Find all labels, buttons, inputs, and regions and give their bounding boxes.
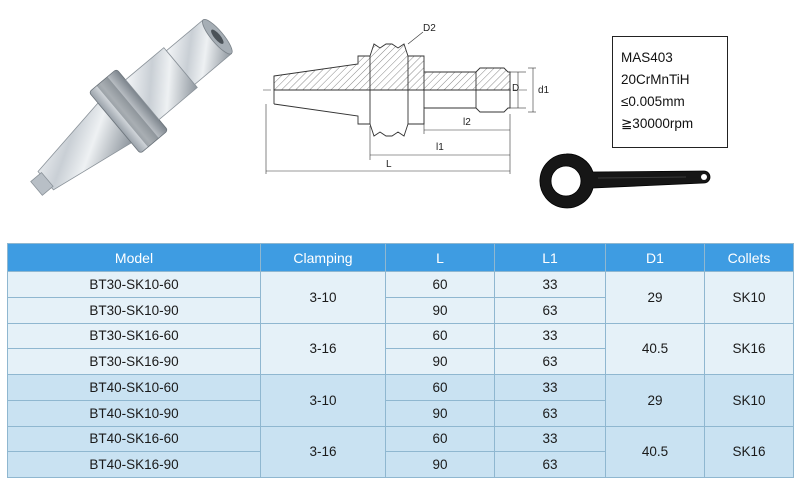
label-d1: d1 <box>538 85 550 96</box>
table-row: BT40-SK10-60 3-10 60 33 29 SK10 <box>7 374 794 427</box>
cell-clamping: 3-10 <box>260 271 386 324</box>
cell-l: 60 <box>385 425 495 453</box>
tool-holder-photo <box>30 19 233 196</box>
cell-collets: SK10 <box>704 374 794 427</box>
header-l1: L1 <box>494 243 606 272</box>
spec-standard: MAS403 <box>621 50 673 65</box>
cell-l: 60 <box>385 322 495 350</box>
cell-l1: 33 <box>494 425 606 453</box>
header-d1: D1 <box>605 243 705 272</box>
cell-clamping: 3-16 <box>260 322 386 375</box>
table-row: BT40-SK10-90 90 63 <box>7 399 794 427</box>
cell-l1: 33 <box>494 271 606 298</box>
cell-model: BT40-SK10-90 <box>7 399 261 427</box>
table-row: BT40-SK16-90 90 63 <box>7 451 794 478</box>
label-l2: l2 <box>463 117 471 128</box>
header-l: L <box>385 243 495 272</box>
cell-model: BT40-SK10-60 <box>7 374 261 401</box>
cell-clamping: 3-16 <box>260 425 386 478</box>
table-header-row: Model Clamping L L1 D1 Collets <box>7 243 794 272</box>
cell-model: BT30-SK10-90 <box>7 296 261 324</box>
spec-runout: ≤0.005mm <box>621 94 685 109</box>
cell-l: 60 <box>385 374 495 401</box>
label-d2: D2 <box>423 23 436 34</box>
table-row: BT30-SK10-90 90 63 <box>7 296 794 324</box>
technical-drawing: D2 D d1 l2 l1 L <box>258 14 558 186</box>
cell-d1: 40.5 <box>605 425 705 478</box>
label-l: L <box>386 159 392 170</box>
cell-l: 90 <box>385 399 495 427</box>
cell-clamping: 3-10 <box>260 374 386 427</box>
cell-d1: 40.5 <box>605 322 705 375</box>
table-row: BT30-SK16-60 3-16 60 33 40.5 SK16 <box>7 322 794 375</box>
cell-collets: SK16 <box>704 322 794 375</box>
cell-l1: 63 <box>494 348 606 375</box>
header-collets: Collets <box>704 243 794 272</box>
table-row: BT40-SK16-60 3-16 60 33 40.5 SK16 <box>7 425 794 478</box>
cell-model: BT40-SK16-60 <box>7 425 261 453</box>
cell-l: 60 <box>385 271 495 298</box>
cell-model: BT40-SK16-90 <box>7 451 261 478</box>
cell-l1: 63 <box>494 296 606 324</box>
spec-material: 20CrMnTiH <box>621 72 690 87</box>
header-clamping: Clamping <box>260 243 386 272</box>
cell-collets: SK16 <box>704 425 794 478</box>
label-l1: l1 <box>436 142 444 153</box>
header-model: Model <box>7 243 261 272</box>
cell-l1: 63 <box>494 451 606 478</box>
cell-l1: 33 <box>494 374 606 401</box>
wrench-image <box>539 153 711 209</box>
cell-l: 90 <box>385 348 495 375</box>
spec-table: Model Clamping L L1 D1 Collets BT30-SK10… <box>7 243 794 478</box>
drawing-lines <box>263 31 536 174</box>
cell-model: BT30-SK16-60 <box>7 322 261 350</box>
table-row: BT30-SK10-60 3-10 60 33 29 SK10 <box>7 271 794 324</box>
cell-l1: 63 <box>494 399 606 427</box>
spec-speed: ≧30000rpm <box>621 116 694 131</box>
cell-l: 90 <box>385 451 495 478</box>
cell-model: BT30-SK10-60 <box>7 271 261 298</box>
cell-l1: 33 <box>494 322 606 350</box>
cell-model: BT30-SK16-90 <box>7 348 261 375</box>
cell-collets: SK10 <box>704 271 794 324</box>
cell-l: 90 <box>385 296 495 324</box>
label-d: D <box>512 83 520 94</box>
spec-box: MAS403 20CrMnTiH ≤0.005mm ≧30000rpm <box>612 36 728 148</box>
table-row: BT30-SK16-90 90 63 <box>7 348 794 375</box>
cell-d1: 29 <box>605 374 705 427</box>
cell-d1: 29 <box>605 271 705 324</box>
